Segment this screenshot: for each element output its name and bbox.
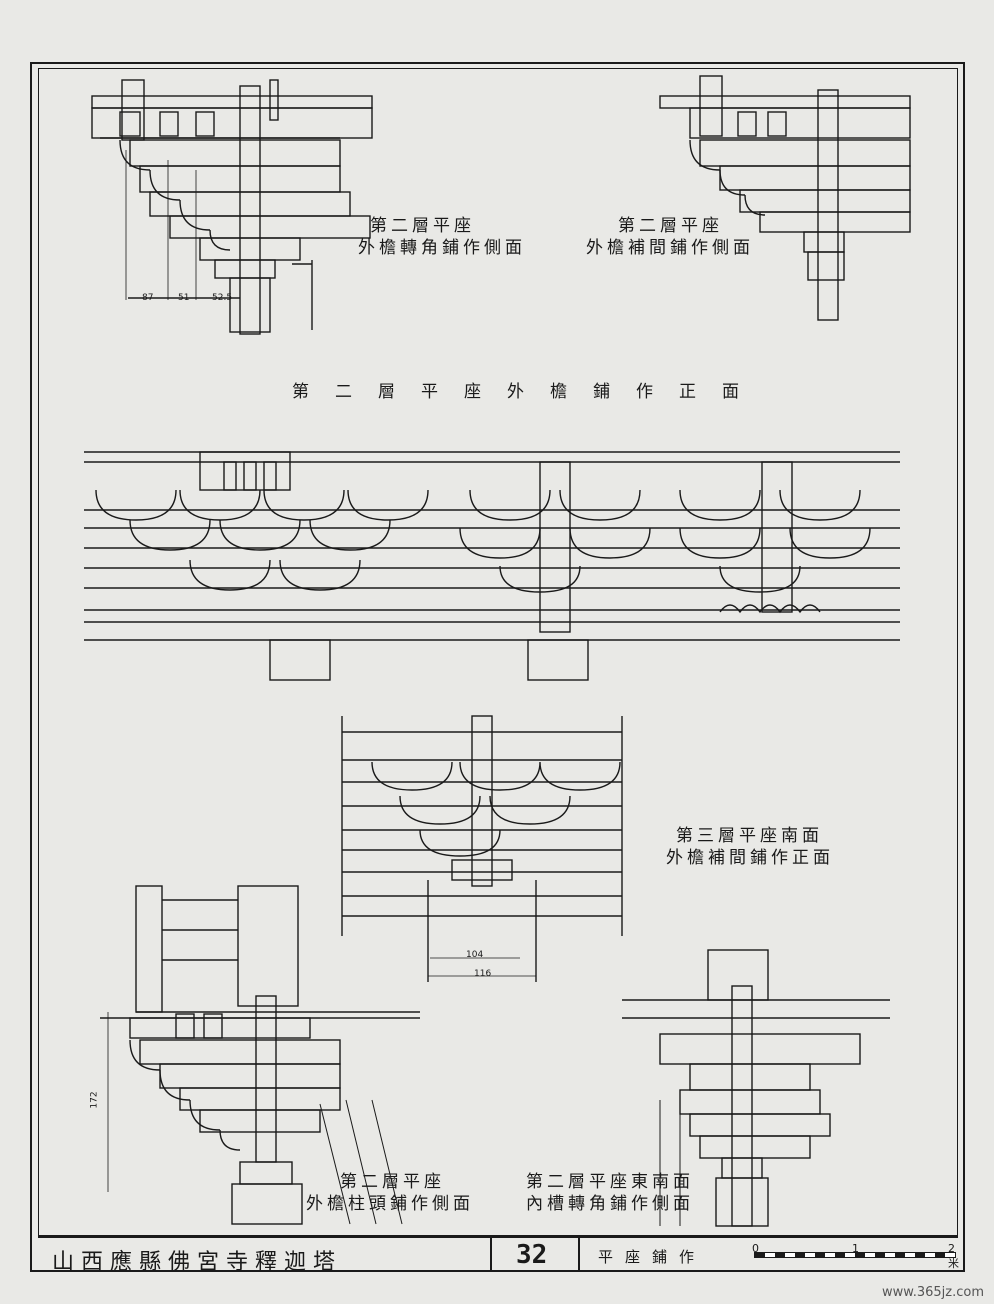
dimension-52-5: 52.5 bbox=[212, 293, 233, 303]
scale-label-unit: 2米 bbox=[948, 1242, 959, 1270]
inner-corner-label-2: 內槽轉角鋪作側面 bbox=[526, 1194, 694, 1214]
sheet-number: 32 bbox=[516, 1240, 548, 1270]
dimension-87: 87 bbox=[142, 293, 154, 303]
title-separator bbox=[490, 1238, 492, 1270]
sheet-name: 平座鋪作 bbox=[598, 1248, 707, 1266]
column-side-label-2: 外檐柱頭鋪作側面 bbox=[306, 1194, 474, 1214]
third-floor-label-1: 第三層平座南面 bbox=[676, 826, 823, 846]
scale-label-one: 1 bbox=[852, 1242, 859, 1255]
title-block: 山西應縣佛宮寺釋迦塔 32 平座鋪作 0 1 2米 bbox=[38, 1236, 959, 1275]
dimension-172: 172 bbox=[89, 1091, 100, 1109]
scale-label-zero: 0 bbox=[752, 1242, 759, 1255]
inner-corner-bracket-drawing bbox=[622, 949, 890, 1227]
drawing-title: 山西應縣佛宮寺釋迦塔 bbox=[52, 1250, 343, 1275]
inner-frame bbox=[38, 68, 958, 1236]
column-bracket-side-drawing bbox=[100, 885, 420, 1225]
corner-side-label-1: 第二層平座 bbox=[370, 216, 475, 236]
column-side-label-1: 第二層平座 bbox=[340, 1172, 445, 1192]
inter-side-label-2: 外檐補間鋪作側面 bbox=[586, 238, 754, 258]
dimension-104: 104 bbox=[466, 950, 484, 960]
front-elevation-title: 第二層平座外檐鋪作正面 bbox=[292, 382, 765, 402]
corner-side-label-2: 外檐轉角鋪作側面 bbox=[358, 238, 526, 258]
inter-side-label-1: 第二層平座 bbox=[618, 216, 723, 236]
dimension-51: 51 bbox=[178, 293, 190, 303]
number-separator bbox=[578, 1238, 580, 1270]
intermediate-bracket-side-drawing bbox=[659, 75, 911, 321]
scale-bar: 0 1 2米 bbox=[752, 1242, 964, 1270]
third-floor-front-drawing bbox=[341, 715, 623, 982]
front-elevation-drawing bbox=[84, 451, 900, 681]
corner-bracket-side-drawing bbox=[91, 79, 373, 335]
scale-bar-graphic bbox=[754, 1252, 956, 1258]
outer-frame bbox=[30, 62, 965, 1272]
dimension-116: 116 bbox=[474, 969, 492, 979]
watermark: www.365jz.com bbox=[882, 1285, 984, 1300]
inner-corner-label-1: 第二層平座東南面 bbox=[526, 1172, 694, 1192]
third-floor-label-2: 外檐補間鋪作正面 bbox=[666, 848, 834, 868]
